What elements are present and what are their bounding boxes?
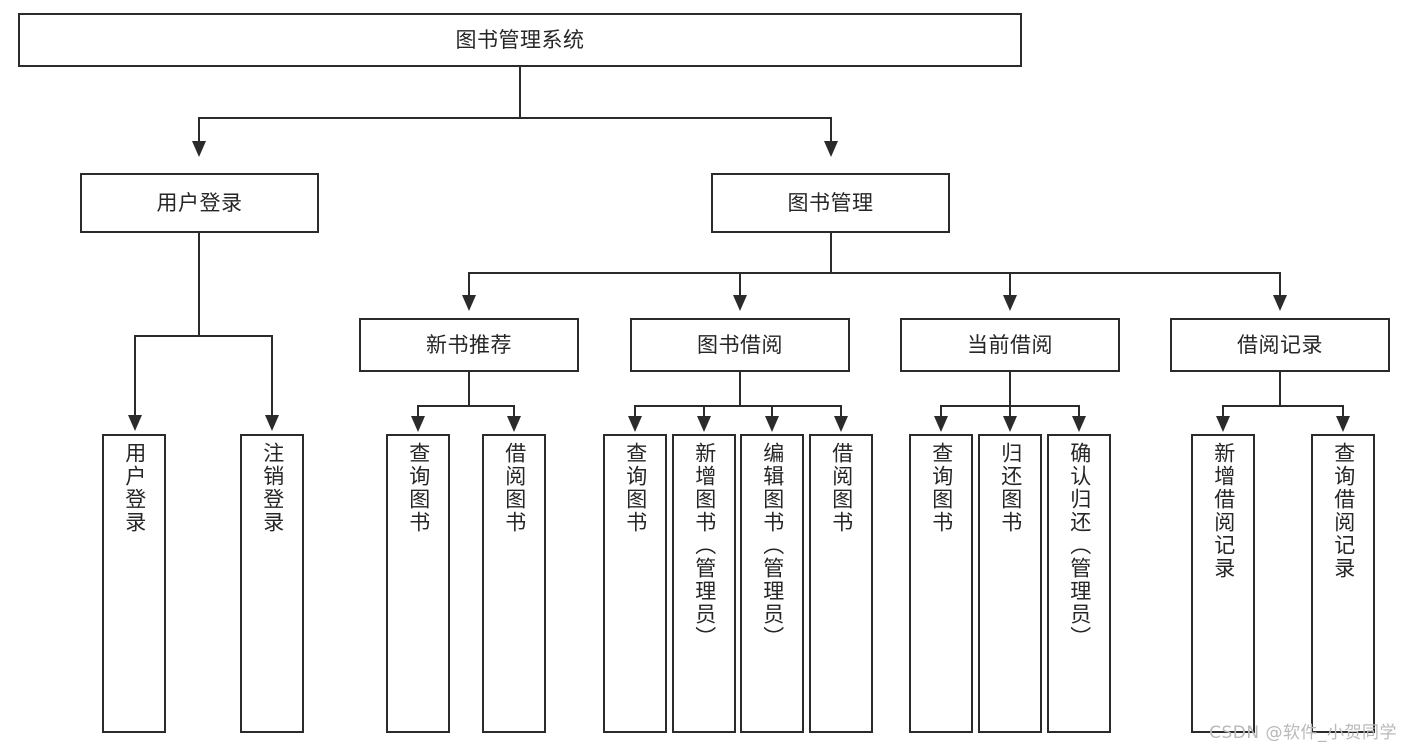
connector-book-borrow-leaf-3: [840, 405, 842, 419]
node-label: 编辑图书（管理员）: [760, 442, 785, 649]
connector-new-book-leaf-0: [417, 405, 419, 419]
connector-borrow-record-leaf-1: [1342, 405, 1344, 419]
node-label: 图书管理: [787, 190, 874, 215]
node-label: 图书借阅: [697, 332, 783, 357]
arrowhead-borrow-record-leaf-1: [1336, 416, 1350, 432]
arrowhead-new-book-leaf-1: [507, 416, 521, 432]
arrowhead-borrow-record-leaf-0: [1216, 416, 1230, 432]
arrowhead-to-book-borrow: [733, 295, 747, 311]
node-label: 查询图书: [406, 442, 431, 534]
connector-book-borrow-stem: [739, 372, 741, 406]
arrowhead-to-user-login: [192, 141, 206, 157]
leaf-borrow-record-0[interactable]: 新增借阅记录: [1191, 434, 1255, 733]
node-root-system[interactable]: 图书管理系统: [18, 13, 1022, 67]
node-current-borrow[interactable]: 当前借阅: [900, 318, 1120, 372]
arrowhead-book-borrow-leaf-3: [834, 416, 848, 432]
connector-book-manage-stem: [830, 233, 832, 273]
arrowhead-book-borrow-leaf-0: [628, 416, 642, 432]
arrowhead-user-login-leaf-1: [265, 415, 279, 431]
node-book-borrow[interactable]: 图书借阅: [630, 318, 850, 372]
connector-book-borrow-leaf-0: [634, 405, 636, 419]
node-book-manage[interactable]: 图书管理: [711, 173, 950, 233]
connector-current-borrow-leaf-0: [940, 405, 942, 419]
connector-new-book-leaf-1: [513, 405, 515, 419]
arrowhead-book-borrow-leaf-2: [765, 416, 779, 432]
arrowhead-to-book-manage: [824, 141, 838, 157]
arrowhead-current-borrow-leaf-0: [934, 416, 948, 432]
leaf-new-book-1[interactable]: 借阅图书: [482, 434, 546, 733]
leaf-user-login-1[interactable]: 注销登录: [240, 434, 304, 733]
connector-user-login-leaf-0: [134, 335, 136, 418]
node-borrow-record[interactable]: 借阅记录: [1170, 318, 1390, 372]
connector-to-borrow-record: [1279, 272, 1281, 298]
leaf-current-borrow-0[interactable]: 查询图书: [909, 434, 973, 733]
leaf-book-borrow-3[interactable]: 借阅图书: [809, 434, 873, 733]
connector-borrow-record-stem: [1279, 372, 1281, 406]
connector-user-login-leaf-1: [271, 335, 273, 418]
connector-user-login-stem: [198, 233, 200, 336]
node-label: 新增图书（管理员）: [692, 442, 717, 649]
connector-to-book-manage: [830, 117, 832, 144]
connector-to-book-borrow: [739, 272, 741, 298]
connector-book-borrow-leaf-1: [703, 405, 705, 419]
connector-level1-bus: [198, 117, 832, 119]
connector-to-current-borrow: [1009, 272, 1011, 298]
arrowhead-user-login-leaf-0: [128, 415, 142, 431]
connector-new-book-bus: [417, 405, 514, 407]
node-label: 查询借阅记录: [1331, 442, 1356, 580]
node-label: 当前借阅: [967, 332, 1053, 357]
leaf-user-login-0[interactable]: 用户登录: [102, 434, 166, 733]
connector-new-book-stem: [468, 372, 470, 406]
node-label: 查询图书: [929, 442, 954, 534]
connector-user-login-bus: [134, 335, 272, 337]
connector-borrow-record-bus: [1222, 405, 1343, 407]
connector-borrow-record-leaf-0: [1222, 405, 1224, 419]
node-label: 借阅图书: [829, 442, 854, 534]
leaf-current-borrow-2[interactable]: 确认归还（管理员）: [1047, 434, 1111, 733]
connector-book-borrow-leaf-2: [771, 405, 773, 419]
node-label: 用户登录: [156, 190, 243, 215]
arrowhead-to-current-borrow: [1003, 295, 1017, 311]
leaf-borrow-record-1[interactable]: 查询借阅记录: [1311, 434, 1375, 733]
arrowhead-current-borrow-leaf-1: [1003, 416, 1017, 432]
node-label: 确认归还（管理员）: [1067, 442, 1092, 649]
connector-book-borrow-bus: [634, 405, 842, 407]
connector-to-new-book: [468, 272, 470, 298]
leaf-current-borrow-1[interactable]: 归还图书: [978, 434, 1042, 733]
node-new-book-recommend[interactable]: 新书推荐: [359, 318, 579, 372]
leaf-book-borrow-1[interactable]: 新增图书（管理员）: [672, 434, 736, 733]
arrowhead-to-borrow-record: [1273, 295, 1287, 311]
connector-root-stem: [519, 67, 521, 118]
connector-current-borrow-leaf-2: [1078, 405, 1080, 419]
node-label: 借阅记录: [1237, 332, 1323, 357]
arrowhead-book-borrow-leaf-1: [697, 416, 711, 432]
node-label: 借阅图书: [502, 442, 527, 534]
connector-to-user-login: [198, 117, 200, 144]
arrowhead-current-borrow-leaf-2: [1072, 416, 1086, 432]
connector-level2-bus: [468, 272, 1280, 274]
node-label: 用户登录: [122, 442, 147, 534]
node-label: 查询图书: [623, 442, 648, 534]
node-label: 归还图书: [998, 442, 1023, 534]
arrowhead-new-book-leaf-0: [411, 416, 425, 432]
leaf-book-borrow-2[interactable]: 编辑图书（管理员）: [740, 434, 804, 733]
leaf-new-book-0[interactable]: 查询图书: [386, 434, 450, 733]
node-user-login[interactable]: 用户登录: [80, 173, 319, 233]
node-label: 新书推荐: [426, 332, 512, 357]
connector-current-borrow-stem: [1009, 372, 1011, 406]
node-label: 新增借阅记录: [1211, 442, 1236, 580]
arrowhead-to-new-book: [462, 295, 476, 311]
watermark-text: CSDN @软件_小贺同学: [1209, 723, 1397, 743]
connector-current-borrow-leaf-1: [1009, 405, 1011, 419]
leaf-book-borrow-0[interactable]: 查询图书: [603, 434, 667, 733]
node-label: 图书管理系统: [455, 27, 585, 52]
node-label: 注销登录: [260, 442, 285, 534]
